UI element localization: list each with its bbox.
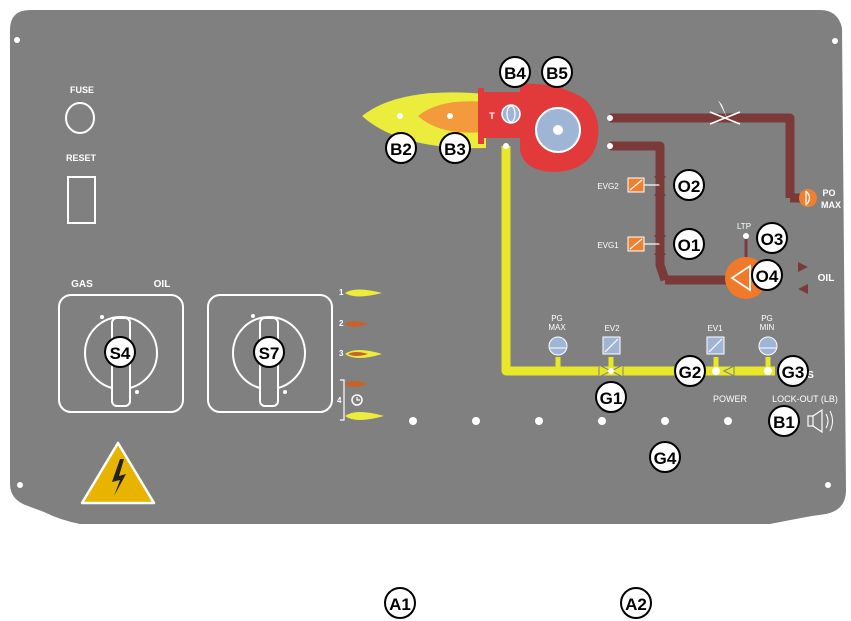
oil-return-arrow-icon [798,284,808,294]
fuse-label: FUSE [70,85,94,95]
svg-text:B1: B1 [773,413,795,432]
stage-2-number: 2 [339,319,344,328]
pg-min-label-1: PG [761,314,773,323]
ltp-light [743,233,749,239]
callout-g2: G2 [674,355,706,387]
pg-max-gauge-icon [548,336,568,356]
pg-max-label-2: MAX [548,323,566,332]
callout-a2: A2 [620,587,652,619]
pg-max-label-1: PG [551,314,563,323]
svg-text:G3: G3 [782,363,805,382]
svg-text:O2: O2 [678,177,701,196]
po-max-label-1: PO [822,188,835,198]
callout-s7: S7 [253,336,285,368]
power-label: POWER [713,394,748,404]
panel-plate [10,10,846,524]
pg-min-label-2: MIN [760,323,775,332]
oil-lines [610,113,800,285]
reset-label: RESET [66,153,97,163]
horn-icon [807,408,833,434]
screw-top-left [14,37,20,43]
svg-text:B5: B5 [546,64,568,83]
svg-text:B4: B4 [504,64,526,83]
evg1-solenoid-icon [627,235,666,255]
evg2-solenoid-icon [627,176,666,196]
svg-text:O1: O1 [678,236,701,255]
svg-text:A1: A1 [389,595,411,614]
callout-b2: B2 [385,132,417,164]
lockout-label: LOCK-OUT (LB) [772,394,838,404]
stage-1-number: 1 [339,288,344,297]
svg-text:A2: A2 [625,595,647,614]
oil-right-label: OIL [818,273,835,284]
po-max-pressostat-icon [799,189,817,207]
evg1-label: EVG1 [597,241,619,250]
reset-button[interactable] [67,176,96,224]
callout-o3: O3 [756,222,788,254]
screw-top-right [832,38,838,44]
svg-text:G2: G2 [679,363,702,382]
stage-4-number: 4 [337,396,342,405]
svg-text:B2: B2 [390,140,412,159]
stage-3-number: 3 [339,349,344,358]
svg-text:G4: G4 [654,449,677,468]
selector-gas-label: GAS [71,279,93,290]
flame-sensor-icon [501,104,521,124]
callout-o2: O2 [673,169,705,201]
callout-g1: G1 [595,381,627,413]
burner-t-label: T [489,111,495,121]
ev2-label: EV2 [604,324,620,333]
callout-a1: A1 [384,587,416,619]
ltp-label: LTP [737,222,751,231]
ev2-solenoid-icon [602,336,621,355]
svg-text:S4: S4 [110,344,131,363]
svg-text:G1: G1 [600,389,623,408]
clock-icon [351,394,363,406]
callout-b4: B4 [499,56,531,88]
fuse-holder[interactable] [65,102,95,134]
callout-g4: G4 [649,441,681,473]
svg-text:B3: B3 [444,140,466,159]
evg2-label: EVG2 [597,182,619,191]
callout-o1: O1 [673,228,705,260]
svg-text:O3: O3 [761,230,784,249]
stage-4-flame-icon [345,412,384,420]
callout-b1: B1 [768,405,800,437]
oil-inlet-arrow-icon [798,262,808,272]
warning-high-voltage-icon [80,441,156,505]
gas-valve-ev1-icon [722,365,735,377]
ev1-solenoid-icon [706,336,725,355]
callout-s4: S4 [104,336,136,368]
screw-bottom-left [17,482,23,488]
pg-min-gauge-icon [758,336,778,356]
svg-text:S7: S7 [259,344,280,363]
po-max-label-2: MAX [821,200,841,210]
callout-b3: B3 [439,132,471,164]
stage-2-flame-icon [345,321,368,327]
stage-1-flame-icon [345,289,382,297]
callout-b5: B5 [541,56,573,88]
screw-bottom-right [825,482,831,488]
callout-g3: G3 [777,355,809,387]
fan-icon [535,107,581,153]
ev1-label: EV1 [707,324,723,333]
oil-regulator-icon [709,100,741,125]
callout-o4: O4 [751,259,783,291]
svg-text:O4: O4 [756,267,779,286]
selector-oil-label: OIL [154,279,171,290]
